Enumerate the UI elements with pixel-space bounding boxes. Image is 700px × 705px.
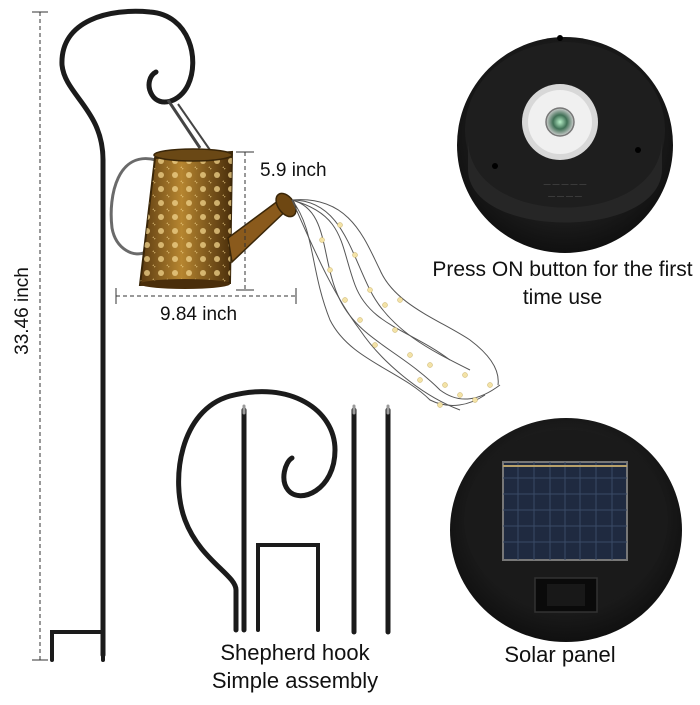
- assembly-caption-line-2: Simple assembly: [211, 668, 379, 693]
- watering-can: [109, 99, 297, 289]
- can-dimension-lines: [115, 151, 297, 304]
- svg-text:— — — — —: — — — — —: [544, 181, 587, 188]
- solar-panel-unit: [450, 418, 682, 642]
- total-height-label: 33.46 inch: [12, 267, 33, 355]
- assembly-caption: Shepherd hook Simple assembly: [175, 639, 415, 695]
- can-width-label: 9.84 inch: [160, 304, 238, 325]
- press-on-caption: Press ON button for the first time use: [432, 258, 693, 309]
- top-hook-piece: [176, 389, 338, 633]
- fairy-lights: [291, 199, 501, 411]
- solar-panel-caption: Solar panel: [504, 642, 616, 667]
- on-button-icon: [522, 84, 598, 160]
- assembled-shepherd-hook: [50, 8, 196, 662]
- height-dimension-line: [32, 11, 48, 661]
- solar-unit-bottom: — — — — — — — — —: [457, 35, 673, 253]
- stake-piece: [256, 543, 320, 632]
- hook-parts: [176, 389, 391, 635]
- can-height-label: 5.9 inch: [260, 160, 327, 181]
- assembly-caption-line-1: Shepherd hook: [220, 640, 370, 665]
- svg-text:— — — —: — — — —: [548, 193, 582, 200]
- solar-panel-icon: [502, 461, 628, 561]
